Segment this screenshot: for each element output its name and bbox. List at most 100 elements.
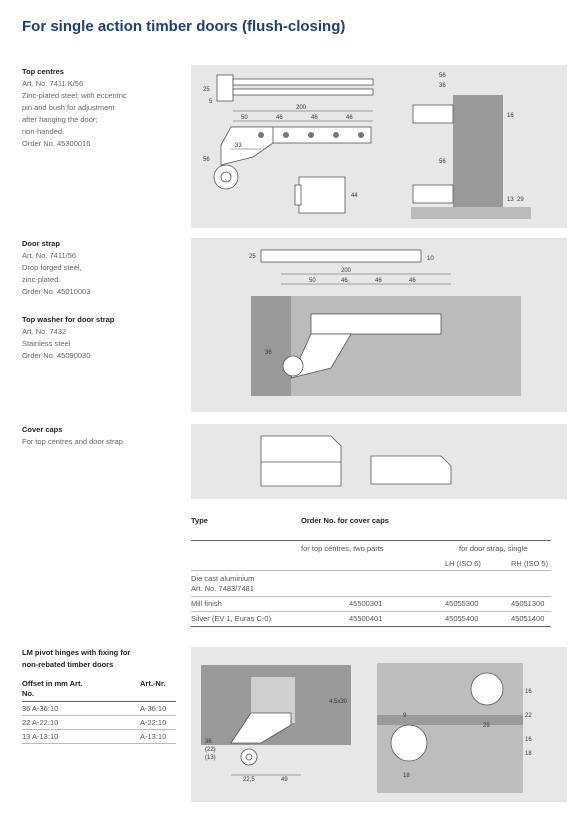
col-offset-header: Offset in mm Art. — [22, 679, 83, 688]
row-art: A-22:10 — [140, 718, 167, 727]
door-strap-drawing-panel: 200 50 46 46 46 25 10 36 — [191, 238, 567, 412]
table-rule — [191, 570, 551, 571]
dim-46: 46 — [341, 278, 348, 284]
material-line: Art. No. 7483/7481 — [191, 584, 254, 593]
row-top: 45500401 — [349, 614, 383, 623]
dim-10: 10 — [427, 256, 434, 262]
dim-44: 44 — [351, 193, 358, 199]
floor-section — [411, 207, 531, 219]
table-rule — [191, 626, 551, 627]
cover-caps-line: For top centres and door strap — [22, 437, 123, 446]
table-rule — [22, 715, 176, 716]
material-line: Die cast aluminium — [191, 574, 255, 583]
table-rule — [22, 729, 176, 730]
dim-46: 46 — [276, 115, 283, 121]
sub-door-header: for door strap, single — [459, 544, 528, 553]
dim-33: 33 — [235, 143, 242, 149]
dim-29: 29 — [517, 197, 524, 203]
top-centres-line: after hanging the door; — [22, 115, 98, 124]
dim-36: 36 — [205, 739, 212, 745]
door-strap-line: Drop forged steel, — [22, 263, 82, 272]
dim-4-5x30: 4,5x30 — [329, 699, 348, 705]
top-washer-line: Art. No. 7432 — [22, 327, 67, 336]
lm-pivot-heading: LM pivot hinges with fixing for — [22, 648, 131, 657]
row-rh: 45051400 — [511, 614, 545, 623]
dim-18: 18 — [525, 751, 532, 757]
dim-50: 50 — [241, 115, 248, 121]
row-offset: 36 A-36:10 — [22, 704, 59, 713]
dim-25: 25 — [203, 87, 210, 93]
top-washer-text: Top washer for door strap Art. No. 7432 … — [22, 314, 182, 362]
col-type-header: Type — [191, 516, 208, 525]
top-centres-drawing-panel: 200 50 46 46 46 33 56 25 5 44 56 36 16 5… — [191, 65, 567, 228]
dim-13: 13 — [507, 197, 514, 203]
top-centres-line: Order No. 45300016 — [22, 139, 91, 148]
row-type: Mill finish — [191, 599, 222, 608]
row-art: A-36:10 — [140, 704, 167, 713]
top-centres-drawing: 200 50 46 46 46 33 56 25 5 44 56 36 16 5… — [203, 73, 531, 219]
top-centres-line: non-handed. — [22, 127, 65, 136]
door-strap-line: zinc-plated. — [22, 275, 61, 284]
dim-46: 46 — [346, 115, 353, 121]
row-top: 45500301 — [349, 599, 383, 608]
lm-pivot-drawing-panel: 4,5x30 36 (22) (13) 22,5 49 29 9 18 22 1… — [191, 647, 567, 802]
dim-49: 49 — [281, 777, 288, 783]
dim-50: 50 — [309, 278, 316, 284]
dim-200: 200 — [296, 105, 307, 111]
table-rule — [191, 596, 551, 597]
door-strap-text: Door strap Art. No. 7411/56 Drop forged … — [22, 238, 182, 298]
dim-25: 25 — [249, 254, 256, 260]
dim-200: 200 — [341, 268, 352, 274]
top-centres-line: Zinc-plated steel; with eccentric — [22, 91, 127, 100]
dim-56: 56 — [203, 157, 210, 163]
dim-16: 16 — [525, 689, 532, 695]
dim-16: 16 — [507, 113, 514, 119]
row-rh: 45051300 — [511, 599, 545, 608]
top-washer-line: Order No. 45090030 — [22, 351, 91, 360]
row-art: A-13:10 — [140, 732, 167, 741]
row-lh: 45055300 — [445, 599, 479, 608]
dim-46: 46 — [375, 278, 382, 284]
dim-18: 18 — [403, 773, 410, 779]
sub-rh-header: RH (ISO 5) — [511, 559, 549, 568]
col-art-header: Art.-Nr. — [140, 679, 166, 688]
door-section — [453, 95, 503, 215]
dim-46: 46 — [311, 115, 318, 121]
dim-22: (22) — [205, 747, 216, 753]
cover-caps-table: Type Order No. for cover caps for top ce… — [191, 512, 551, 632]
dim-56: 56 — [439, 159, 446, 165]
cover-caps-drawing-panel — [191, 424, 567, 499]
dim-29: 29 — [483, 723, 490, 729]
frame-section — [412, 104, 454, 124]
dim-13: (13) — [205, 755, 216, 761]
top-centres-line: Art. No. 7411 K/56 — [22, 79, 84, 88]
door-strap-line: Art. No. 7411/56 — [22, 251, 77, 260]
dim-5: 5 — [209, 99, 213, 105]
table-rule — [191, 540, 551, 541]
cover-caps-heading: Cover caps — [22, 425, 63, 434]
lm-pivot-drawing: 4,5x30 36 (22) (13) 22,5 49 29 9 18 22 1… — [201, 663, 532, 793]
lm-pivot-table: Offset in mm Art. No. Art.-Nr. 36 A-36:1… — [22, 675, 176, 745]
frame-section — [412, 184, 454, 204]
page-title: For single action timber doors (flush-cl… — [22, 18, 346, 35]
col-offset-header: No. — [22, 689, 35, 698]
top-centres-text: Top centres Art. No. 7411 K/56 Zinc-plat… — [22, 66, 182, 150]
door-strap-heading: Door strap — [22, 239, 60, 248]
table-rule — [22, 701, 176, 702]
dim-9: 9 — [403, 713, 407, 719]
table-rule — [191, 611, 551, 612]
lm-pivot-heading: non-rebated timber doors — [22, 660, 114, 669]
sub-top-header: for top centres, two parts — [301, 544, 384, 553]
top-centres-heading: Top centres — [22, 67, 64, 76]
dim-22-5: 22,5 — [243, 777, 255, 783]
top-washer-line: Stainless steel — [22, 339, 71, 348]
top-washer-heading: Top washer for door strap — [22, 315, 115, 324]
dim-16: 16 — [525, 737, 532, 743]
row-offset: 22 A-22:10 — [22, 718, 59, 727]
table-rule — [22, 743, 176, 744]
dim-46: 46 — [409, 278, 416, 284]
dim-22: 22 — [525, 713, 532, 719]
dim-36: 36 — [439, 83, 446, 89]
sub-lh-header: LH (ISO 6) — [445, 559, 481, 568]
top-centres-line: pin and bush for adjustment — [22, 103, 115, 112]
